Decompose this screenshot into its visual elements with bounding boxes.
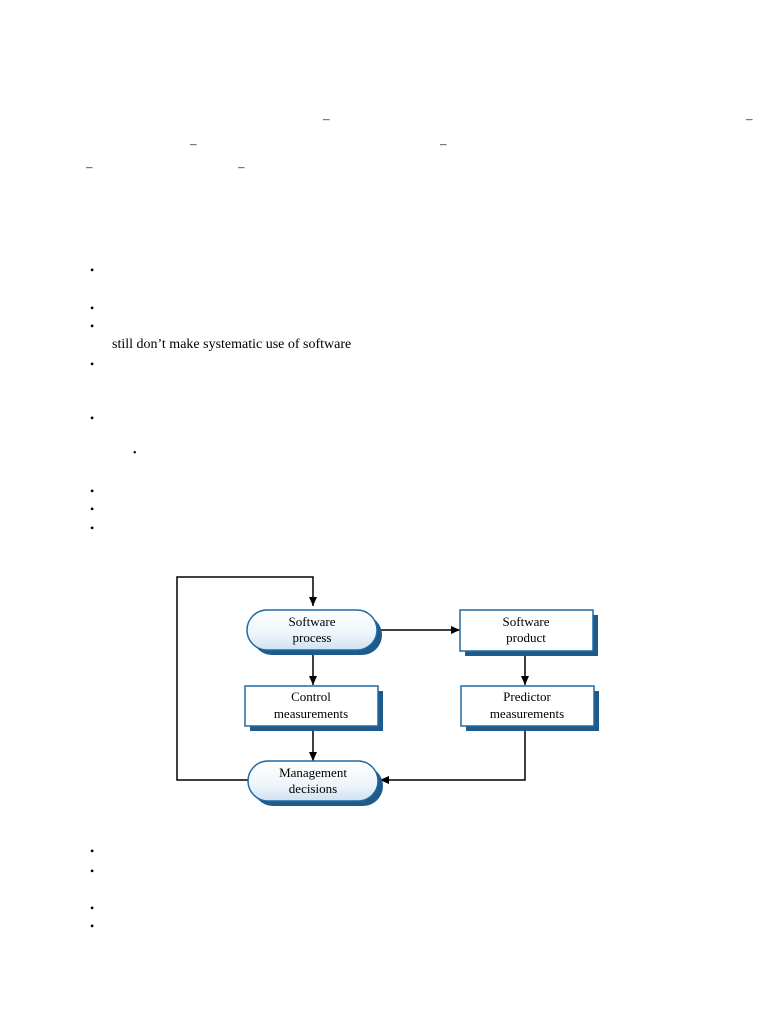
software-product-label-2: product [506,630,546,645]
body-text-line: still don’t make systematic use of softw… [112,337,352,352]
control-measurements-label-2: measurements [274,706,348,721]
bullet: • [90,844,95,858]
software-process-label-1: Software [289,614,336,629]
bullet: • [90,864,95,878]
bullet: • [90,357,95,371]
dash-mark: – [190,136,197,151]
management-decisions-node: Management decisions [247,760,383,806]
bullet: • [90,919,95,933]
predictor-measurements-label-2: measurements [490,706,564,721]
bullet: • [90,301,95,315]
feedback-line [176,576,317,781]
predictor-measurements-node: Predictor measurements [460,685,599,731]
dash-mark: – [86,159,93,174]
management-decisions-label-2: decisions [289,781,337,796]
dash-mark: – [323,111,330,126]
dash-mark: – [238,159,245,174]
software-process-label-2: process [293,630,332,645]
sub-bullet: • [133,448,137,459]
control-measurements-node: Control measurements [244,685,383,731]
bullet: • [90,484,95,498]
dash-mark: – [746,111,753,126]
dash-mark: – [440,136,447,151]
management-decisions-label-1: Management [279,765,347,780]
predictor-measurements-label-1: Predictor [503,689,551,704]
bullet: • [90,901,95,915]
arrow-predictor-to-management [380,726,526,784]
software-process-node: Software process [246,609,382,655]
bullet: • [90,502,95,516]
bullet: • [90,319,95,333]
bullet: • [90,521,95,535]
software-product-label-1: Software [503,614,550,629]
bullet: • [90,411,95,425]
control-measurements-label-1: Control [291,689,331,704]
bullet: • [90,263,95,277]
software-product-node: Software product [459,609,598,656]
